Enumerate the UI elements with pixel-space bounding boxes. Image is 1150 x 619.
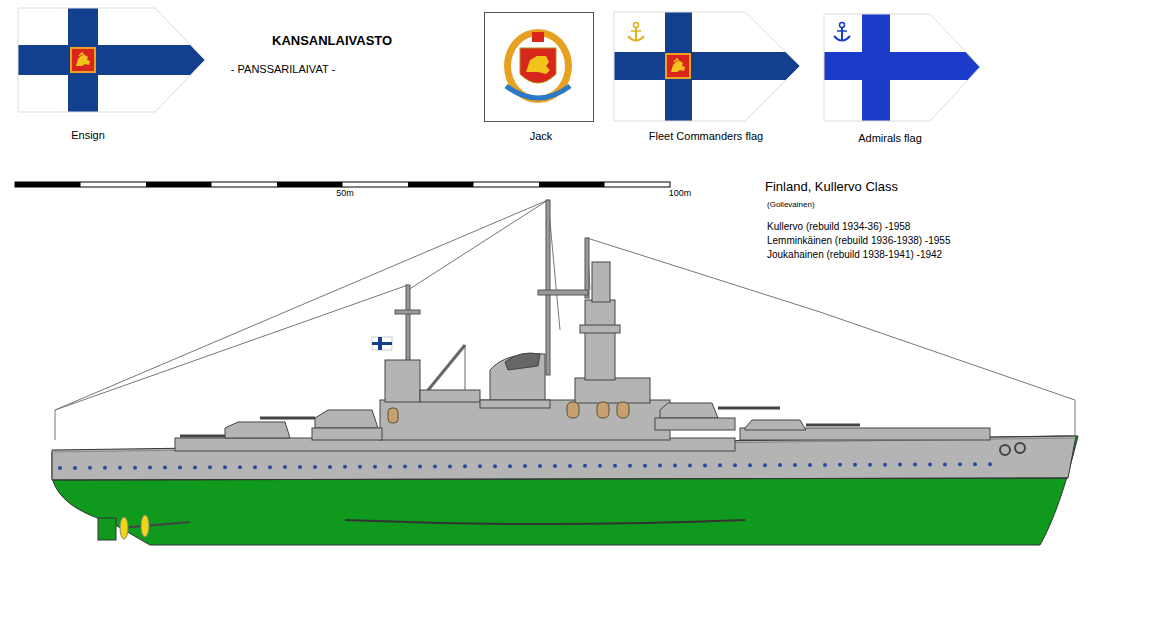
porthole xyxy=(103,466,107,470)
flag-caption: Fleet Commanders flag xyxy=(649,130,763,143)
porthole xyxy=(868,463,872,467)
porthole xyxy=(358,465,362,469)
porthole xyxy=(733,463,737,467)
porthole xyxy=(448,464,452,468)
porthole xyxy=(718,463,722,467)
porthole xyxy=(403,465,407,469)
jack-flag xyxy=(485,13,594,122)
ensign-flag xyxy=(18,8,208,113)
porthole xyxy=(298,465,302,469)
porthole xyxy=(313,465,317,469)
porthole xyxy=(778,463,782,467)
porthole xyxy=(238,465,242,469)
porthole xyxy=(463,464,467,468)
flag-caption: Jack xyxy=(530,130,553,143)
class-name: Finland, Kullervo Class xyxy=(765,180,898,195)
porthole xyxy=(253,465,257,469)
rigging xyxy=(55,200,1075,440)
porthole xyxy=(508,464,512,468)
author-note: (Gollevainen) xyxy=(767,200,815,209)
porthole xyxy=(193,465,197,469)
ship-entry: Kullervo (rebuild 1934-36) -1958 xyxy=(767,221,910,233)
porthole xyxy=(598,464,602,468)
admirals-flag xyxy=(824,14,984,122)
porthole xyxy=(133,466,137,470)
porthole xyxy=(58,466,62,470)
porthole xyxy=(268,465,272,469)
porthole xyxy=(478,464,482,468)
porthole xyxy=(793,463,797,467)
porthole xyxy=(808,463,812,467)
porthole xyxy=(973,462,977,466)
scale-label: 100m xyxy=(669,188,692,198)
porthole xyxy=(418,465,422,469)
porthole xyxy=(853,463,857,467)
subtitle: - PANSSARILAIVAT - xyxy=(231,63,335,76)
porthole xyxy=(538,464,542,468)
porthole xyxy=(748,463,752,467)
porthole xyxy=(178,465,182,469)
porthole xyxy=(283,465,287,469)
porthole xyxy=(943,462,947,466)
porthole xyxy=(553,464,557,468)
porthole xyxy=(493,464,497,468)
porthole xyxy=(523,464,527,468)
porthole xyxy=(928,462,932,466)
porthole xyxy=(328,465,332,469)
porthole xyxy=(343,465,347,469)
page-title: KANSANLAIVASTO xyxy=(272,34,392,49)
porthole xyxy=(673,464,677,468)
porthole xyxy=(703,463,707,467)
porthole xyxy=(373,465,377,469)
porthole xyxy=(568,464,572,468)
propellers xyxy=(98,515,190,540)
porthole xyxy=(433,464,437,468)
porthole xyxy=(988,462,992,466)
porthole xyxy=(148,466,152,470)
porthole xyxy=(88,466,92,470)
porthole xyxy=(823,463,827,467)
porthole xyxy=(613,464,617,468)
searchlights xyxy=(388,402,629,423)
porthole xyxy=(763,463,767,467)
porthole xyxy=(883,463,887,467)
ship-entry: Joukahainen (rebuild 1938-1941) -1942 xyxy=(767,249,942,261)
hull xyxy=(52,436,1078,545)
porthole xyxy=(223,465,227,469)
porthole xyxy=(628,464,632,468)
porthole xyxy=(118,466,122,470)
porthole xyxy=(658,464,662,468)
superstructure xyxy=(175,262,990,451)
mast-flag xyxy=(372,337,392,350)
porthole xyxy=(583,464,587,468)
porthole xyxy=(688,463,692,467)
masts xyxy=(395,200,589,400)
porthole xyxy=(208,465,212,469)
porthole xyxy=(73,466,77,470)
porthole xyxy=(163,466,167,470)
porthole xyxy=(388,465,392,469)
porthole xyxy=(898,463,902,467)
scale-bar xyxy=(15,182,670,187)
flag-caption: Admirals flag xyxy=(858,132,922,145)
porthole xyxy=(913,463,917,467)
porthole xyxy=(838,463,842,467)
scale-label: 50m xyxy=(336,188,354,198)
flag-caption: Ensign xyxy=(71,129,105,142)
porthole xyxy=(643,464,647,468)
ship-entry: Lemminkäinen (rebuild 1936-1938) -1955 xyxy=(767,235,950,247)
porthole xyxy=(958,462,962,466)
fleet-commander-flag xyxy=(614,12,804,122)
